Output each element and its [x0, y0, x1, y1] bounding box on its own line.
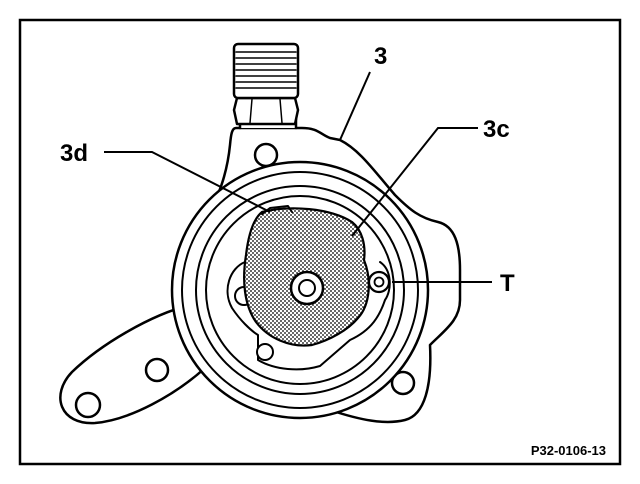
- callout-3d: 3d: [60, 140, 88, 167]
- callout-3c: 3c: [483, 116, 510, 143]
- bracket-hole-left: [74, 391, 102, 419]
- leader-3: [339, 71, 371, 141]
- fitting-threads: [235, 51, 297, 89]
- leader-3d: [104, 151, 271, 213]
- screw-T-inner: [373, 276, 385, 288]
- housing-hole-top: [253, 142, 279, 168]
- housing-hole-lower-right: [390, 370, 416, 396]
- leader-3c: [351, 127, 478, 237]
- inner-hole-bottom: [256, 343, 274, 361]
- shaft-hole-inner: [298, 279, 316, 297]
- callout-leaders: [104, 71, 492, 283]
- callout-T: T: [500, 270, 515, 297]
- figure-code: P32-0106-13: [531, 443, 606, 458]
- hex-nut: [232, 96, 300, 126]
- bracket-hole-right: [144, 357, 170, 383]
- callout-3: 3: [374, 43, 387, 70]
- mounting-bracket: [59, 303, 207, 425]
